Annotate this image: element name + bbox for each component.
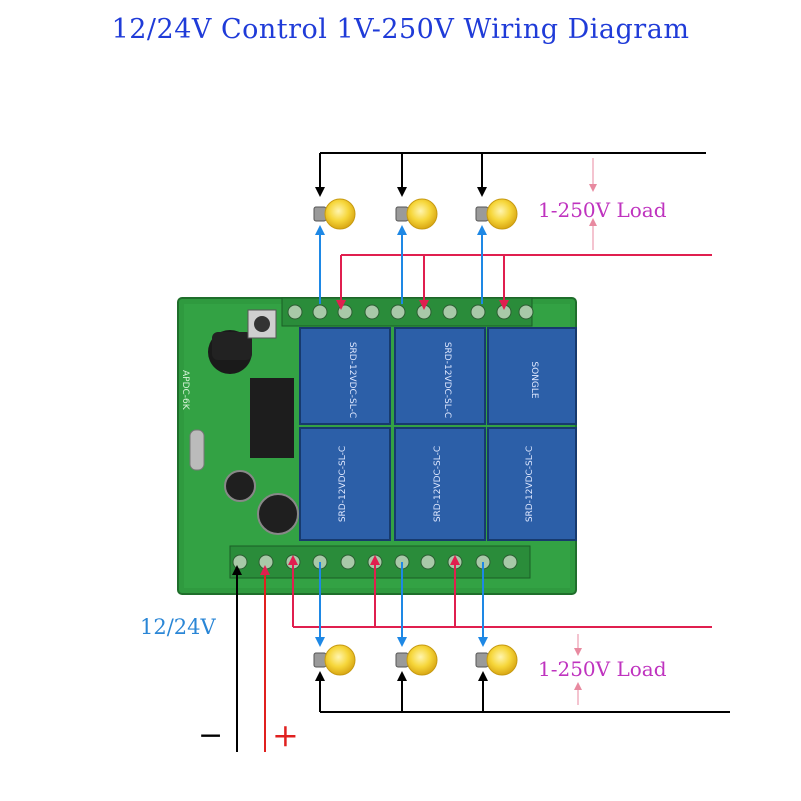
terminal-screw-icon [364,304,380,320]
board-id: APDC-6K [180,370,190,411]
top-load-wires [315,225,487,304]
terminal-screw-icon [232,554,248,570]
terminal-screw-icon [518,304,534,320]
diagram-title: 12/24V Control 1V-250V Wiring Diagram [111,14,690,45]
terminal-screw-icon [442,304,458,320]
terminal-screw-icon [416,304,432,320]
bottom-live-wire [288,555,712,628]
bottom-load-wires [315,562,488,647]
light-bulb-icon [475,198,518,230]
light-bulb-icon [313,644,356,676]
terminal-screw-icon [340,554,356,570]
relays: SRD-12VDC-SL-C SRD-12VDC-SL-C SONGLE SRD… [299,327,577,541]
light-bulb-icon [313,198,356,230]
relay-model-label: SRD-12VDC-SL-C [525,446,535,522]
load-label-top: 1-250V Load [538,198,667,222]
relay-1: SRD-12VDC-SL-C [299,327,391,425]
load-label-bottom: 1-250V Load [538,657,667,681]
terminal-screw-icon [312,304,328,320]
terminal-screw-icon [390,304,406,320]
bottom-bulbs [313,644,518,676]
relay-4: SRD-12VDC-SL-C [299,427,391,541]
relay-5: SRD-12VDC-SL-C [394,427,486,541]
positive-terminal-label: + [272,716,299,754]
light-bulb-icon [395,198,438,230]
supply-voltage-label: 12/24V [140,615,216,639]
top-bulbs [313,198,518,230]
light-bulb-icon [475,644,518,676]
terminal-screw-icon [420,554,436,570]
terminal-screw-icon [496,304,512,320]
terminal-screw-icon [337,304,353,320]
terminal-screw-icon [502,554,518,570]
relay-3: SONGLE [487,327,577,425]
relay-model-label: SRD-12VDC-SL-C [347,342,357,418]
relay-model-label: SRD-12VDC-SL-C [338,446,348,522]
terminal-screw-icon [287,304,303,320]
terminal-screw-icon [258,554,274,570]
relay-6: SRD-12VDC-SL-C [487,427,577,541]
top-neutral-wire [315,152,706,197]
relay-model-label: SRD-12VDC-SL-C [442,342,452,418]
negative-terminal-label: − [198,718,224,753]
terminal-screw-icon [470,304,486,320]
light-bulb-icon [395,644,438,676]
relay-brand-label: SONGLE [529,361,539,399]
bottom-neutral-wire [315,671,730,713]
relay-model-label: SRD-12VDC-SL-C [433,446,443,522]
power-supply-wires [232,565,270,752]
relay-2: SRD-12VDC-SL-C [394,327,486,425]
